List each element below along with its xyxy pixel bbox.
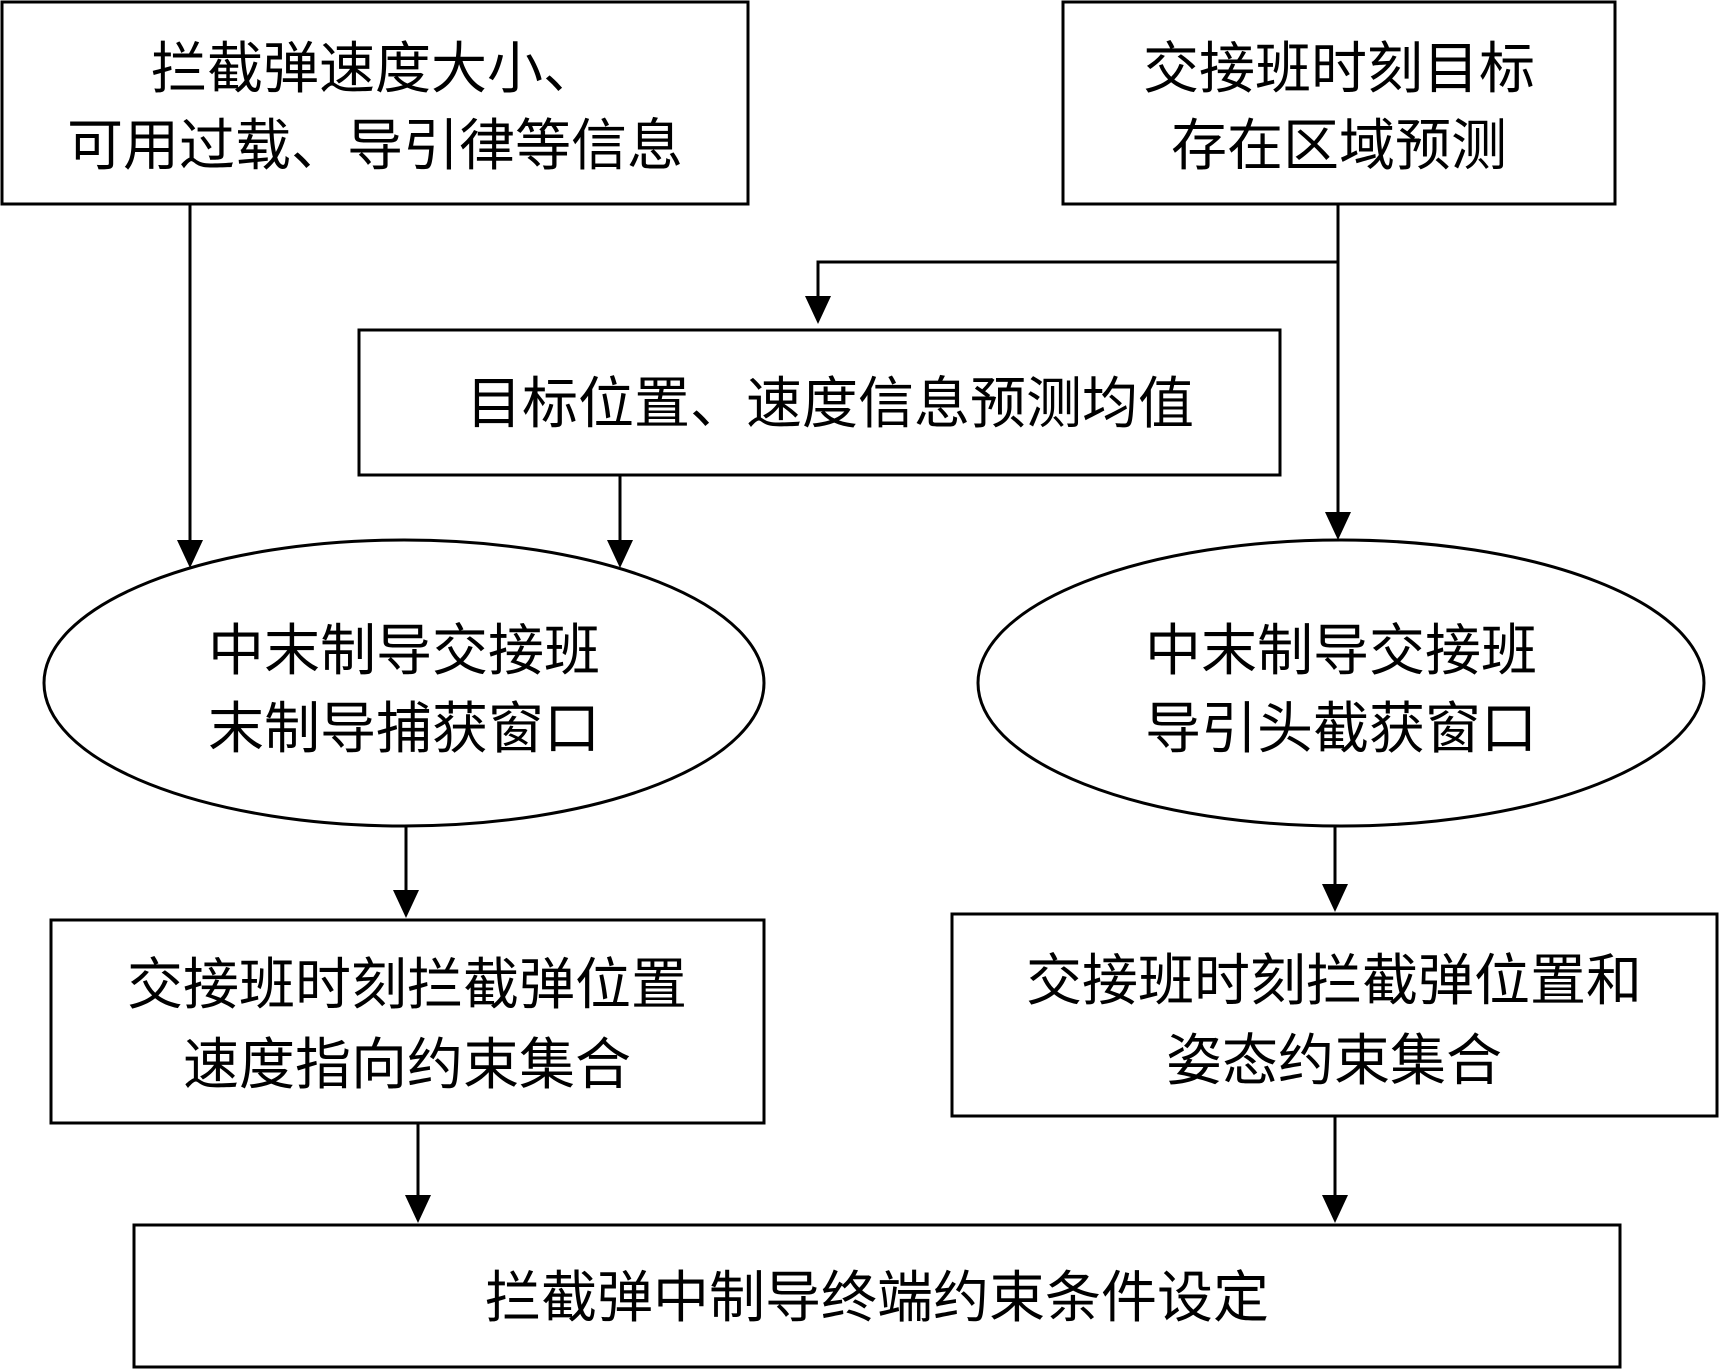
connector-info-to-capture xyxy=(177,204,203,568)
connector-region-trunk xyxy=(1325,204,1351,540)
target-region-line2: 存在区域预测 xyxy=(1171,114,1507,179)
seeker-window-line2: 导引头截获窗口 xyxy=(1145,697,1537,762)
position-velocity-set-line1: 交接班时刻拦截弹位置 xyxy=(127,953,687,1018)
position-velocity-set-line2: 速度指向约束集合 xyxy=(183,1033,631,1098)
target-region-line1: 交接班时刻目标 xyxy=(1143,37,1535,102)
target-region-node: 交接班时刻目标 存在区域预测 xyxy=(1061,0,1617,206)
target-mean-node: 目标位置、速度信息预测均值 xyxy=(357,328,1282,477)
connector-seeker-to-set xyxy=(1322,826,1348,912)
capture-window-line1: 中末制导交接班 xyxy=(208,619,600,684)
interceptor-info-line2: 可用过载、导引律等信息 xyxy=(67,114,683,179)
capture-window-line2: 末制导捕获窗口 xyxy=(208,697,600,762)
connector-right-set-to-terminal xyxy=(1322,1116,1348,1223)
position-attitude-set-line2: 姿态约束集合 xyxy=(1166,1029,1502,1094)
interceptor-info-node: 拦截弹速度大小、 可用过载、导引律等信息 xyxy=(0,0,750,206)
connector-region-to-mean xyxy=(805,260,1338,324)
position-attitude-set-node: 交接班时刻拦截弹位置和 姿态约束集合 xyxy=(950,912,1719,1118)
connector-mean-to-capture xyxy=(607,475,633,568)
connector-left-set-to-terminal xyxy=(405,1123,431,1223)
position-velocity-set-node: 交接班时刻拦截弹位置 速度指向约束集合 xyxy=(49,918,766,1125)
position-attitude-set-line1: 交接班时刻拦截弹位置和 xyxy=(1026,949,1642,1014)
terminal-constraint-node: 拦截弹中制导终端约束条件设定 xyxy=(132,1223,1622,1369)
terminal-constraint-line1: 拦截弹中制导终端约束条件设定 xyxy=(485,1266,1269,1331)
connector-capture-to-set xyxy=(393,826,419,918)
seeker-window-line1: 中末制导交接班 xyxy=(1145,619,1537,684)
capture-window-node: 中末制导交接班 末制导捕获窗口 xyxy=(42,538,766,828)
interceptor-info-line1: 拦截弹速度大小、 xyxy=(151,37,599,102)
target-mean-line1: 目标位置、速度信息预测均值 xyxy=(466,372,1194,437)
seeker-window-node: 中末制导交接班 导引头截获窗口 xyxy=(976,538,1706,828)
